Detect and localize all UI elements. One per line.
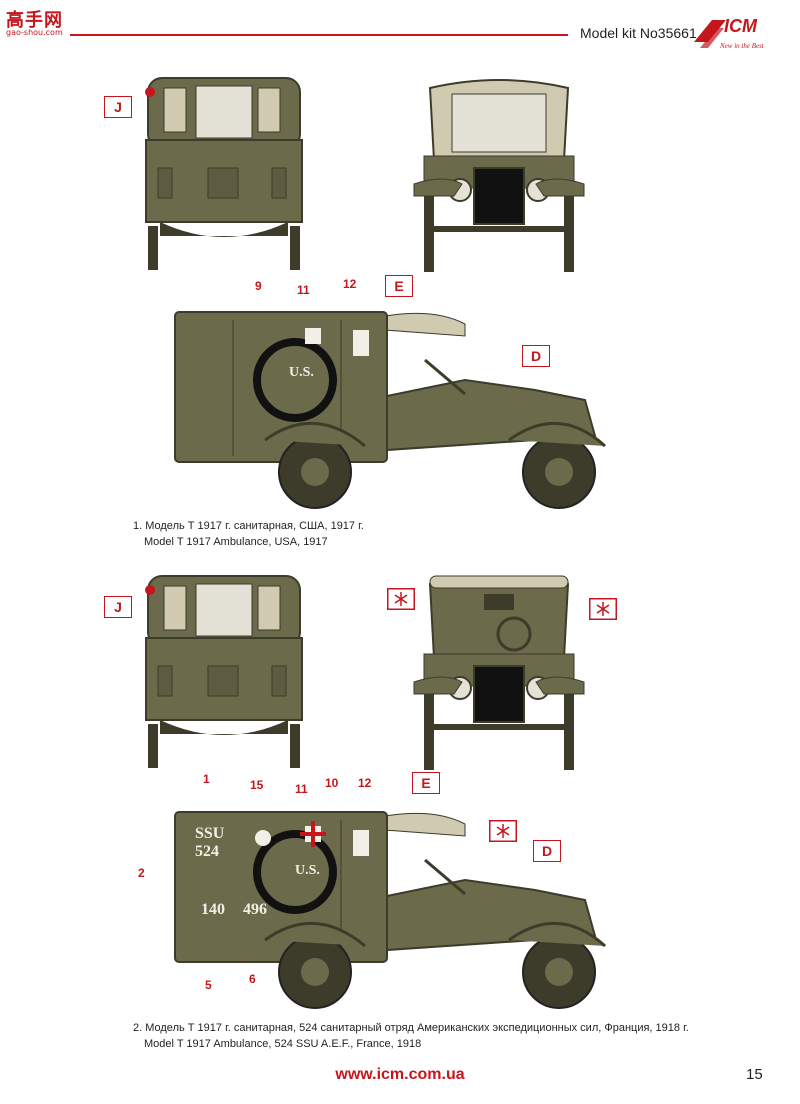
scheme2-side-view: SSU 524 U.S. 140 496 <box>174 811 607 1009</box>
scheme1-tag-e: E <box>385 275 413 297</box>
scheme2-num-1: 1 <box>203 772 210 786</box>
scheme1-num-9: 9 <box>255 279 262 293</box>
scheme2-num-11: 11 <box>295 782 308 796</box>
scheme2-caption-en: Model T 1917 Ambulance, 524 SSU A.E.F., … <box>144 1038 422 1050</box>
scheme2-tag-j: J <box>104 596 132 618</box>
scheme2-num-2: 2 <box>138 866 145 880</box>
logo-wing-icon <box>694 20 726 48</box>
logo-text: ICM <box>724 16 757 36</box>
scheme2-us-decal: U.S. <box>295 863 320 878</box>
watermark: 高手网 gao-shou.com <box>6 6 72 40</box>
scheme1-side-view: U.S. <box>174 311 607 509</box>
scheme2-unit-num-decal: 524 <box>195 843 219 860</box>
icm-logo: ICM New in the Best <box>690 14 780 64</box>
header-rule <box>70 34 568 36</box>
scheme1-tag-j: J <box>104 96 132 118</box>
scheme2-star-tag-left <box>387 588 415 610</box>
scheme2-num-15: 15 <box>250 778 264 792</box>
scheme2-tag-e: E <box>412 772 440 794</box>
scheme2-num-6: 6 <box>249 972 256 986</box>
scheme1-rear-view <box>145 77 303 270</box>
watermark-url: gao-shou.com <box>6 28 63 37</box>
scheme2-num-12: 12 <box>358 776 372 790</box>
scheme1-front-view <box>413 79 585 272</box>
scheme1-num-12: 12 <box>343 277 357 291</box>
logo-tagline: New in the Best <box>720 42 764 50</box>
scheme1-caption: 1. Модель Т 1917 г. санитарная, США, 191… <box>133 518 364 550</box>
scheme2-serial-b: 496 <box>243 901 267 918</box>
scheme2-star-tag-side <box>489 820 517 842</box>
scheme2-caption-ru: 2. Модель Т 1917 г. санитарная, 524 сани… <box>133 1022 689 1034</box>
scheme1-us-decal: U.S. <box>289 365 314 380</box>
scheme2-caption: 2. Модель Т 1917 г. санитарная, 524 сани… <box>133 1020 689 1052</box>
scheme1-num-11: 11 <box>297 283 310 297</box>
scheme2-rear-view <box>145 575 303 768</box>
scheme2-front-view <box>413 575 585 770</box>
scheme2-star-tag-right <box>589 598 617 620</box>
kit-number: Model kit No35661 <box>580 25 697 41</box>
scheme2-unit-decal: SSU <box>195 825 225 842</box>
watermark-brand: 高手网 <box>6 10 63 31</box>
scheme2-serial-a: 140 <box>201 901 225 918</box>
page-number: 15 <box>746 1066 763 1083</box>
scheme2-num-10: 10 <box>325 776 339 790</box>
scheme1-tag-d: D <box>522 345 550 367</box>
scheme2-num-5: 5 <box>205 978 212 992</box>
scheme1-caption-ru: 1. Модель Т 1917 г. санитарная, США, 191… <box>133 520 364 532</box>
scheme2-tag-d: D <box>533 840 561 862</box>
footer-url: www.icm.com.ua <box>335 1066 465 1083</box>
scheme1-caption-en: Model T 1917 Ambulance, USA, 1917 <box>144 536 328 548</box>
